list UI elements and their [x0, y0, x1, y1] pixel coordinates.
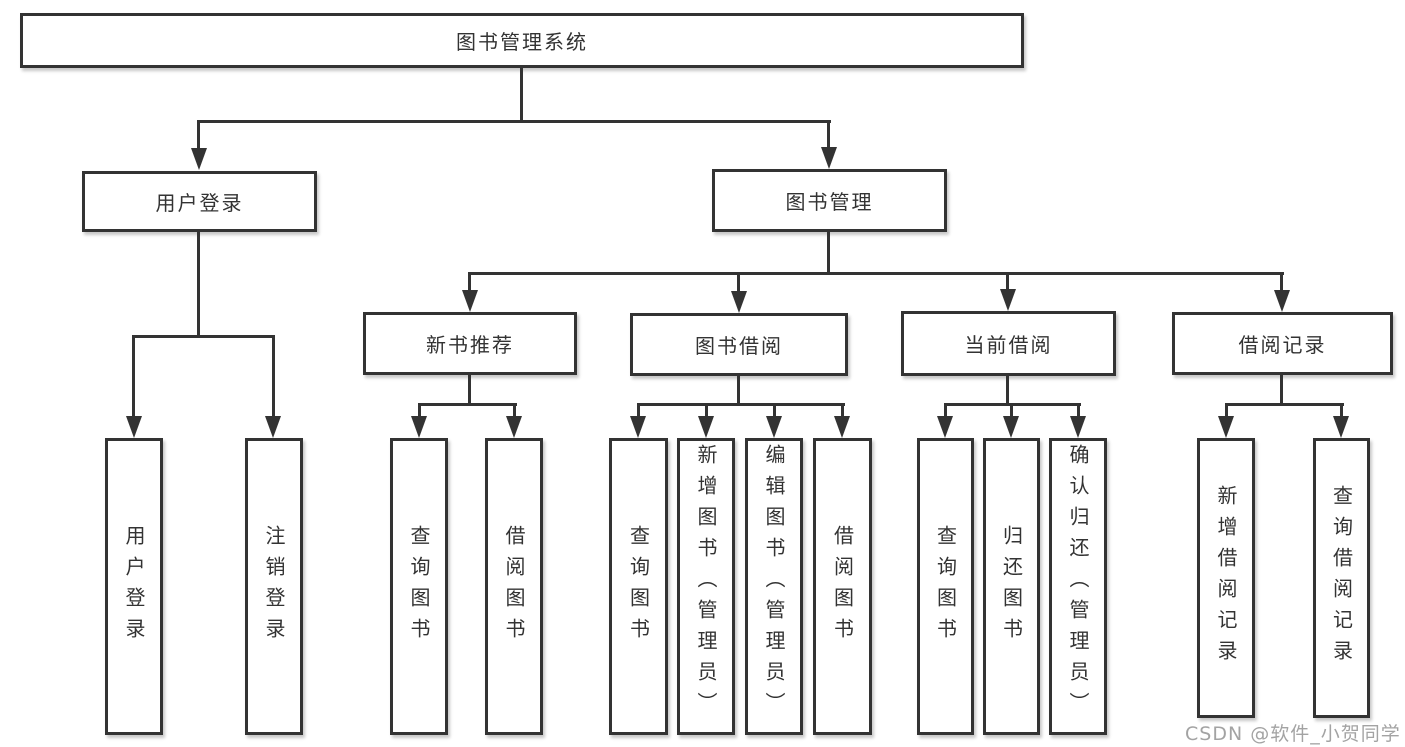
connector-leaf [513, 403, 516, 418]
connector-to-book-mgmt [827, 120, 830, 148]
connector-to-current-borrow [1006, 272, 1009, 291]
leaf-logout: 注销登录 [245, 438, 303, 735]
connector-leaf [944, 403, 947, 418]
arrow-down-icon [821, 147, 837, 169]
connector-leaf [1340, 403, 1343, 418]
connector-to-leaf-login [132, 335, 135, 418]
arrow-down-icon [126, 416, 142, 438]
arrow-down-icon [1333, 416, 1349, 438]
node-book-management: 图书管理 [712, 169, 947, 232]
watermark: CSDN @软件_小贺同学 [1185, 723, 1401, 745]
connector-to-user-login [197, 120, 200, 150]
arrow-down-icon [506, 416, 522, 438]
arrow-down-icon [731, 291, 747, 313]
arrow-down-icon [1218, 416, 1234, 438]
connector-leaf [773, 403, 776, 418]
connector-borrow-records-stem [1280, 375, 1283, 406]
connector-book-mgmt-split [470, 272, 1284, 275]
arrow-down-icon [191, 148, 207, 170]
leaf-add-books-admin: 新增图书（管理员） [677, 438, 735, 735]
connector-leaf [1225, 403, 1228, 418]
node-borrow-records: 借阅记录 [1172, 312, 1393, 375]
connector-to-book-borrow [737, 272, 740, 293]
connector-user-login-stem [197, 232, 200, 338]
connector-leaf [705, 403, 708, 418]
arrow-down-icon [698, 416, 714, 438]
connector-leaf [637, 403, 640, 418]
connector-book-borrow-stem [737, 376, 740, 406]
arrow-down-icon [1070, 416, 1086, 438]
connector-current-borrow-stem [1006, 376, 1009, 406]
arrow-down-icon [937, 416, 953, 438]
node-new-book-recommend: 新书推荐 [363, 312, 577, 375]
connector-new-books-split [419, 403, 517, 406]
connector-to-borrow-records [1280, 272, 1283, 292]
connector-leaf [841, 403, 844, 418]
leaf-confirm-return-admin: 确认归还（管理员） [1049, 438, 1107, 735]
leaf-borrow-books-recommend: 借阅图书 [485, 438, 543, 735]
connector-current-borrow-split [945, 403, 1081, 406]
arrow-down-icon [766, 416, 782, 438]
leaf-query-books-borrow: 查询图书 [609, 438, 668, 735]
connector-leaf [1077, 403, 1080, 418]
connector-root-split [197, 120, 831, 123]
arrow-down-icon [1274, 290, 1290, 312]
node-user-login: 用户登录 [82, 171, 317, 232]
arrow-down-icon [265, 416, 281, 438]
arrow-down-icon [1003, 416, 1019, 438]
leaf-query-borrow-record: 查询借阅记录 [1313, 438, 1370, 718]
node-book-borrowing: 图书借阅 [630, 313, 848, 376]
arrow-down-icon [630, 416, 646, 438]
connector-root-stem [520, 68, 523, 123]
node-current-borrowing: 当前借阅 [901, 311, 1116, 376]
connector-user-login-split [134, 335, 275, 338]
connector-leaf [1010, 403, 1013, 418]
connector-book-mgmt-stem [827, 232, 830, 275]
leaf-query-books-recommend: 查询图书 [390, 438, 448, 735]
node-root-system: 图书管理系统 [20, 13, 1024, 68]
arrow-down-icon [462, 290, 478, 312]
leaf-borrow-books: 借阅图书 [813, 438, 872, 735]
connector-leaf [418, 403, 421, 418]
leaf-return-books: 归还图书 [983, 438, 1040, 735]
connector-book-borrow-split [638, 403, 845, 406]
arrow-down-icon [1000, 289, 1016, 311]
arrow-down-icon [411, 416, 427, 438]
leaf-add-borrow-record: 新增借阅记录 [1197, 438, 1255, 718]
connector-borrow-records-split [1226, 403, 1344, 406]
leaf-query-books-current: 查询图书 [917, 438, 974, 735]
connector-to-leaf-logout [272, 335, 275, 418]
leaf-edit-books-admin: 编辑图书（管理员） [745, 438, 803, 735]
connector-new-books-stem [468, 375, 471, 406]
leaf-user-login: 用户登录 [105, 438, 163, 735]
arrow-down-icon [834, 416, 850, 438]
connector-to-new-books [468, 272, 471, 292]
